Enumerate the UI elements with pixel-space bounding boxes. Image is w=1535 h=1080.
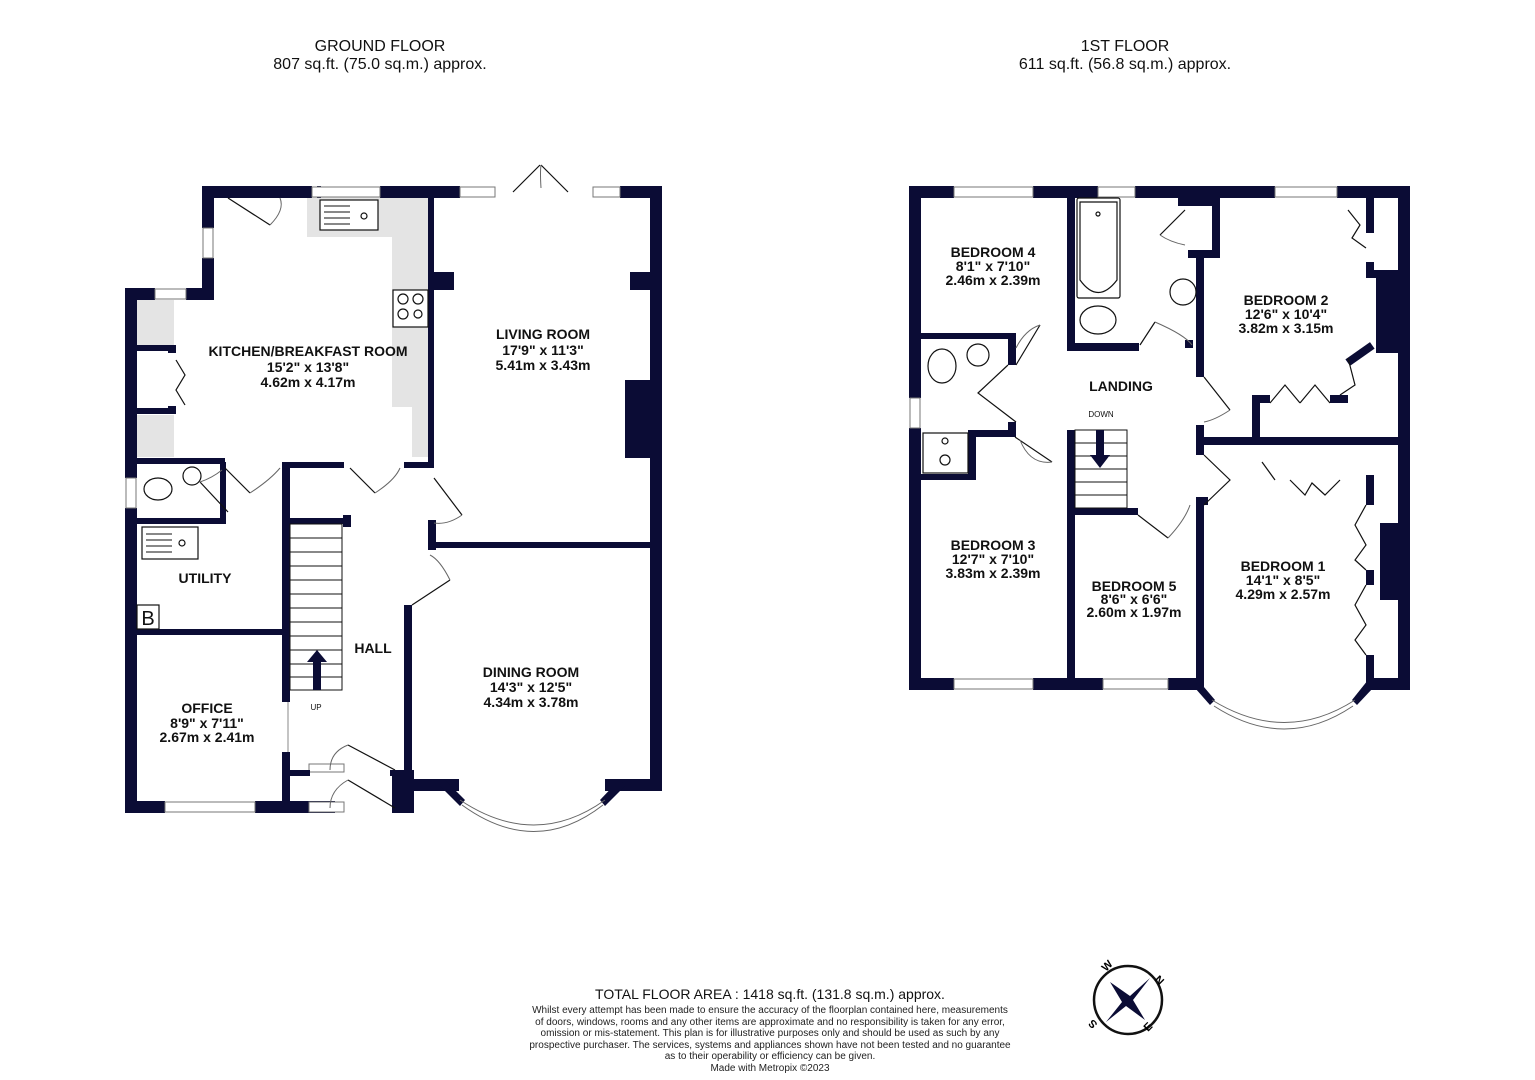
first-floor-stairs	[1074, 429, 1128, 509]
kitchen-name: KITCHEN/BREAKFAST ROOM	[208, 343, 407, 359]
kitchen-metric: 4.62m x 4.17m	[261, 374, 356, 390]
compass-icon: W N S E	[1086, 958, 1166, 1036]
bedroom2-metric: 3.82m x 3.15m	[1239, 320, 1334, 336]
total-floor-area: TOTAL FLOOR AREA : 1418 sq.ft. (131.8 sq…	[595, 986, 945, 1002]
landing-name: LANDING	[1089, 378, 1153, 394]
bedroom4-imperial: 8'1" x 7'10"	[956, 258, 1030, 274]
disclaimer-line: as to their operability or efficiency ca…	[664, 1051, 876, 1062]
ground-floor-header: GROUND FLOOR 807 sq.ft. (75.0 sq.m.) app…	[230, 38, 530, 74]
first-floor-area: 611 sq.ft. (56.8 sq.m.) approx.	[1018, 56, 1232, 73]
dining-metric: 4.34m x 3.78m	[484, 694, 579, 710]
disclaimer-line: omission or mis-statement. This plan is …	[540, 1028, 1000, 1039]
stairs-up-label: UP	[310, 703, 321, 712]
disclaimer-line: Whilst every attempt has been made to en…	[532, 1005, 1008, 1016]
kitchen-counter-right-lower	[412, 407, 429, 457]
office-name: OFFICE	[181, 700, 232, 716]
bedroom1-name: BEDROOM 1	[1241, 558, 1326, 574]
disclaimer: Whilst every attempt has been made to en…	[500, 1005, 1040, 1074]
dining-imperial: 14'3" x 12'5"	[490, 679, 572, 695]
bedroom3-name: BEDROOM 3	[951, 537, 1036, 553]
stairs-down-label: DOWN	[1088, 410, 1114, 419]
boiler-label: B	[141, 608, 154, 630]
compass-w: W	[1100, 958, 1116, 974]
disclaimer-line: prospective purchaser. The services, sys…	[529, 1039, 1011, 1051]
hall-name: HALL	[354, 640, 392, 656]
first-floor-plan: BEDROOM 4 8'1" x 7'10" 2.46m x 2.39m BED…	[909, 186, 1410, 730]
utility-name: UTILITY	[179, 570, 233, 586]
bedroom3-metric: 3.83m x 2.39m	[946, 565, 1041, 581]
ground-floor-title: GROUND FLOOR	[314, 38, 446, 55]
credit: Made with Metropix ©2023	[710, 1062, 830, 1074]
kitchen-imperial: 15'2" x 13'8"	[267, 359, 349, 375]
disclaimer-line: of doors, windows, rooms and any other i…	[535, 1016, 1005, 1028]
office-imperial: 8'9" x 7'11"	[170, 715, 244, 731]
bedroom3-imperial: 12'7" x 7'10"	[952, 551, 1034, 567]
kitchen-counter-left-top	[137, 300, 174, 345]
compass-s: S	[1086, 1017, 1100, 1031]
kitchen-counter-left-bottom	[137, 415, 174, 457]
bedroom1-imperial: 14'1" x 8'5"	[1246, 572, 1320, 588]
bedroom1-metric: 4.29m x 2.57m	[1236, 586, 1331, 602]
dining-name: DINING ROOM	[483, 664, 579, 680]
living-imperial: 17'9" x 11'3"	[502, 342, 583, 358]
bedroom4-name: BEDROOM 4	[951, 244, 1036, 260]
living-metric: 5.41m x 3.43m	[496, 357, 591, 373]
office-metric: 2.67m x 2.41m	[160, 729, 255, 745]
bedroom5-metric: 2.60m x 1.97m	[1087, 604, 1182, 620]
ground-floor-plan: B KITCHEN/BREAKFAST ROOM 15'2" x 13'8" 4…	[125, 164, 662, 832]
ground-stairs	[289, 523, 343, 691]
bedroom5-imperial: 8'6" x 6'6"	[1101, 591, 1168, 607]
ground-floor-area: 807 sq.ft. (75.0 sq.m.) approx.	[273, 56, 487, 73]
compass-n: N	[1152, 974, 1166, 988]
first-floor-header: 1ST FLOOR 611 sq.ft. (56.8 sq.m.) approx…	[995, 38, 1255, 74]
bedroom5-name: BEDROOM 5	[1092, 578, 1177, 594]
bedroom2-name: BEDROOM 2	[1244, 292, 1329, 308]
footer: TOTAL FLOOR AREA : 1418 sq.ft. (131.8 sq…	[500, 986, 1040, 1074]
first-floor-title: 1ST FLOOR	[1080, 38, 1170, 55]
bedroom2-imperial: 12'6" x 10'4"	[1245, 306, 1327, 322]
living-name: LIVING ROOM	[496, 326, 590, 342]
bedroom4-metric: 2.46m x 2.39m	[946, 272, 1041, 288]
